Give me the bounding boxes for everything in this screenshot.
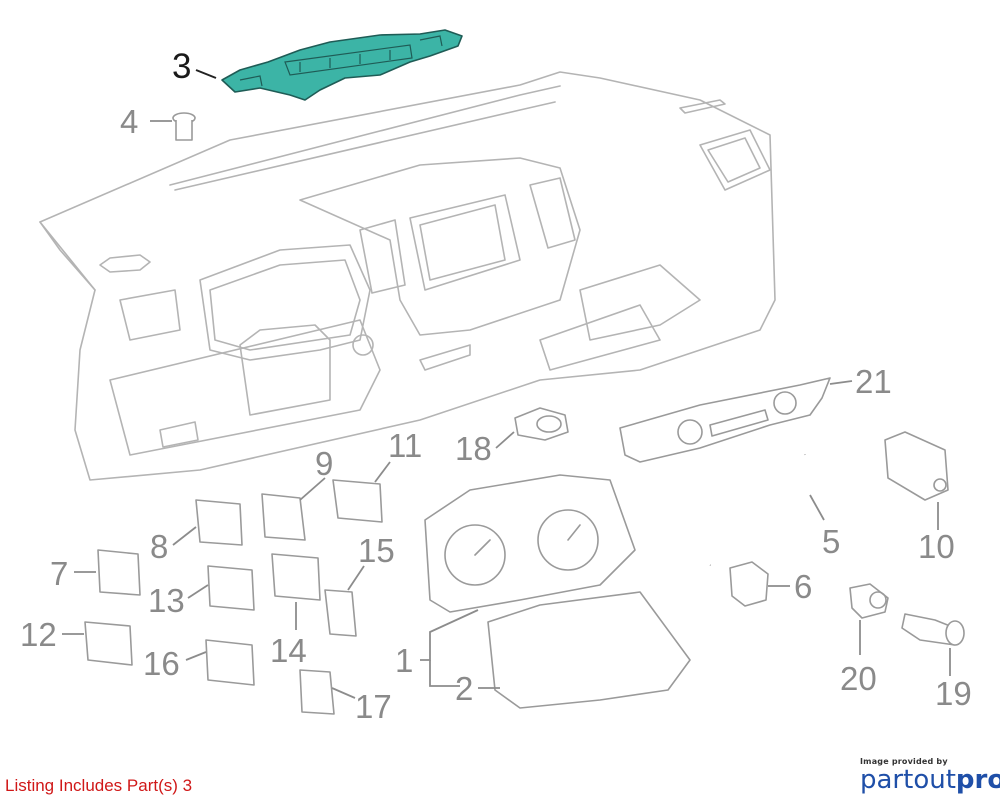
callout-16: 16 [143,645,180,682]
callout-13: 13 [148,582,185,619]
callout-3: 3 [172,47,191,86]
part-1-cluster [424,474,636,613]
callout-17: 17 [355,688,392,725]
callout-20: 20 [840,660,877,697]
callout-2: 2 [455,670,473,707]
callout-18: 18 [455,430,492,467]
switch-16 [205,639,255,686]
switch-15 [324,589,357,637]
watermark-brand-part1: partout [860,765,956,795]
listing-note: Listing Includes Part(s) 3 [5,776,193,795]
part-18-switch [514,407,569,441]
part-4-clip [172,112,196,141]
switch-8 [195,499,243,546]
part-2-lens [487,591,691,709]
part-6-connector [729,561,769,607]
watermark-provided-by: Image provided by [860,757,948,766]
callout-4: 4 [120,103,138,140]
callout-1: 1 [395,642,413,679]
switch-17 [299,669,335,715]
part-19-socket [901,613,965,646]
callout-19: 19 [935,675,972,712]
callout-6: 6 [794,568,812,605]
leader-lines [62,69,951,699]
dashboard-outline [39,71,776,481]
switch-7 [97,549,141,596]
part-3-highlighted [221,29,463,101]
part-21-control-panel [619,377,831,463]
part-5-hose [659,454,817,570]
callout-7: 7 [50,555,68,592]
part-20-socket [849,583,889,619]
callout-11: 11 [388,427,422,464]
part-10-switch [884,431,949,501]
switch-9 [261,493,306,541]
switch-11 [332,479,383,523]
callout-9: 9 [315,445,333,482]
callout-12: 12 [20,616,57,653]
callout-15: 15 [358,532,395,569]
watermark-brand-part2: pro [955,765,1000,795]
watermark: Image provided by partoutpro [860,757,1000,795]
watermark-brand: partoutpro [860,765,1000,795]
switch-14 [271,553,321,601]
callout-8: 8 [150,528,168,565]
callout-5: 5 [822,523,840,560]
callout-21: 21 [855,363,892,400]
callout-14: 14 [270,632,307,669]
callout-10: 10 [918,528,955,565]
switch-13 [207,565,255,611]
switch-12 [84,621,133,666]
